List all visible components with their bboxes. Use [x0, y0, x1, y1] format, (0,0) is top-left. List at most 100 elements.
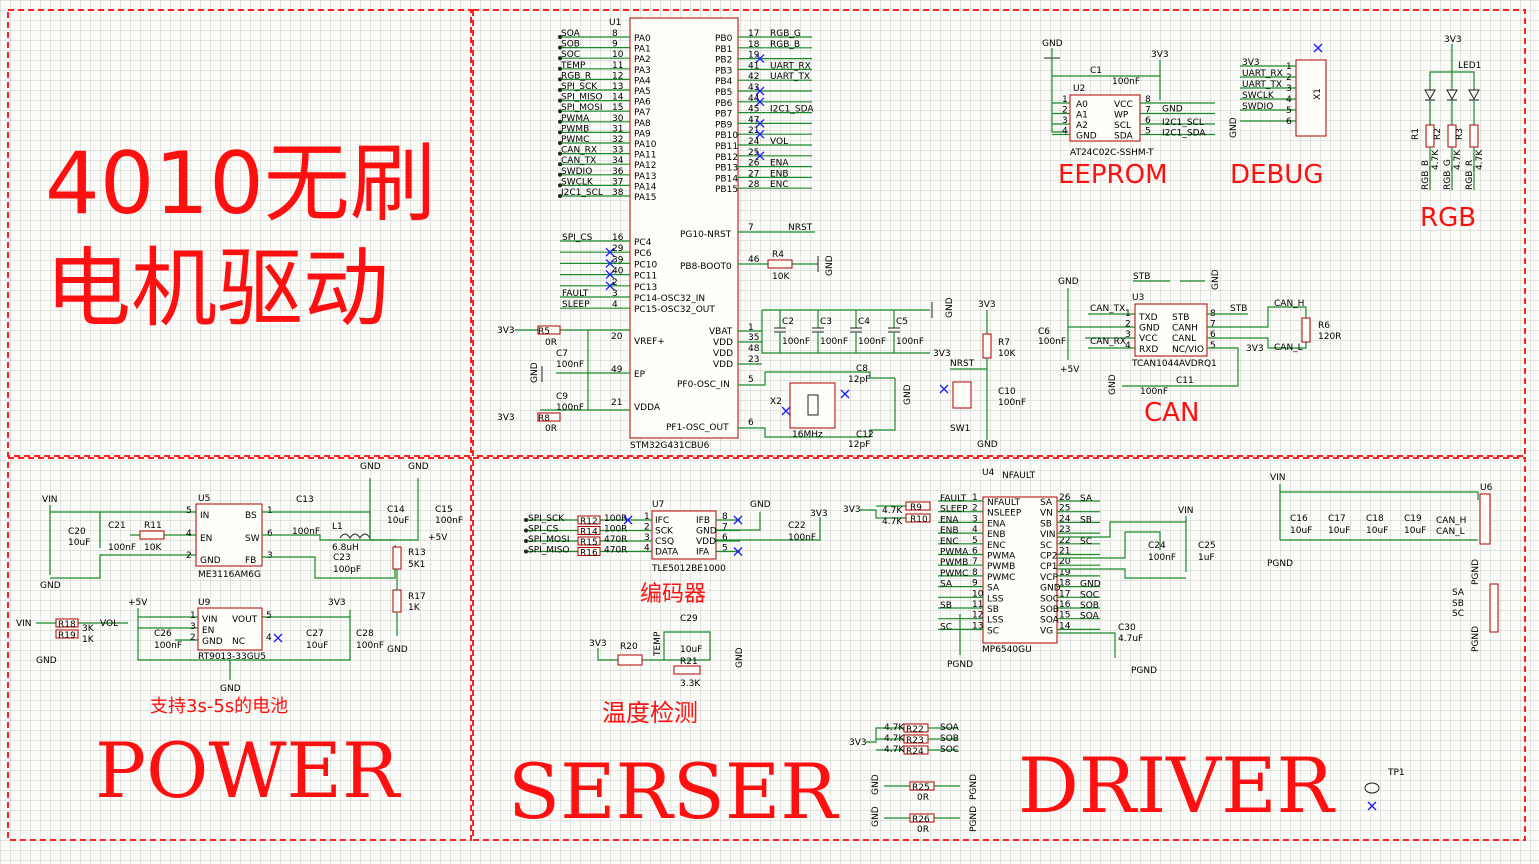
r20-body[interactable] — [617, 654, 643, 666]
u4-net-ENC: ENC — [940, 537, 959, 547]
u4-net-SC: SC — [940, 622, 952, 632]
tp1-body[interactable] — [1364, 782, 1380, 794]
pin-osc-in: PF0-OSC_IN — [677, 380, 730, 390]
u2-body[interactable] — [1069, 94, 1141, 142]
x2-body[interactable] — [789, 382, 836, 429]
u4-pin-VCP: VCP — [1040, 573, 1058, 583]
c30-ref: C30 — [1118, 623, 1136, 633]
u7-pin-num: 1 — [644, 512, 650, 522]
r4-body[interactable] — [767, 259, 793, 269]
vin-u6: VIN — [1270, 473, 1286, 483]
mcu-pin-PB14: PB14 — [715, 174, 738, 184]
u7-part: TLE5012BE1000 — [651, 564, 726, 574]
u4-pin-num: 6 — [972, 547, 978, 557]
r13-ref: R13 — [408, 548, 426, 558]
r8-body[interactable] — [537, 412, 561, 422]
u4-pin-ENA: ENA — [987, 519, 1006, 529]
gnd-c7: GND — [530, 362, 540, 383]
c28-val: 100nF — [356, 641, 384, 651]
u3-body[interactable] — [1134, 303, 1208, 357]
r6-body[interactable] — [1301, 317, 1311, 343]
mcu-pin-PC11: PC11 — [634, 272, 657, 282]
u7-res-val: 470R — [604, 535, 627, 545]
debug-pin-num: 5 — [1286, 106, 1292, 116]
r21-body[interactable] — [673, 665, 701, 675]
u4-pin-num: 19 — [1059, 568, 1071, 578]
r18-body[interactable] — [55, 618, 79, 628]
title-can: CAN — [1144, 398, 1199, 428]
battery-note: 支持3s-5s的电池 — [150, 696, 288, 717]
c25-ref: C25 — [1198, 541, 1216, 551]
mcu-pin-num: 47 — [748, 115, 759, 125]
c18-ref: C18 — [1366, 514, 1384, 524]
rgb-resistor[interactable] — [1469, 124, 1479, 148]
motor-sc: SC — [1452, 609, 1464, 619]
u4-net-FAULT: FAULT — [940, 494, 967, 504]
u4-pin-CP1: CP1 — [1040, 562, 1057, 572]
gnd-temp: GND — [735, 647, 745, 668]
pin-boot-num: 46 — [748, 255, 760, 265]
u9-part: RT9013-33GU5 — [198, 652, 266, 662]
r9-body[interactable] — [905, 501, 931, 511]
mcu-pin-num: 24 — [748, 137, 760, 147]
x1-body[interactable] — [1295, 59, 1327, 137]
r13-body[interactable] — [392, 546, 402, 570]
sw1-body[interactable] — [952, 381, 972, 409]
u4-pin-num: 25 — [1059, 504, 1070, 514]
title-debug: DEBUG — [1230, 160, 1323, 190]
u7-series-resistor[interactable] — [577, 547, 601, 556]
u9-pin-num: 4 — [266, 633, 272, 643]
tp1-ref: TP1 — [1387, 768, 1405, 778]
pin-nrst-num: 7 — [748, 223, 754, 233]
u4-pin-SOB: SOB — [1040, 605, 1059, 615]
u7-series-resistor[interactable] — [577, 536, 601, 546]
c23-ref: C23 — [333, 553, 351, 563]
mcu-pin-PB12: PB12 — [715, 153, 738, 163]
r11-body[interactable] — [139, 530, 165, 540]
r5-body[interactable] — [537, 325, 561, 335]
mcu-net-SWCLK: SWCLK — [561, 177, 594, 187]
r10-body[interactable] — [905, 513, 931, 523]
u4-pin-num: 4 — [972, 525, 978, 535]
r5-val: 0R — [545, 338, 557, 348]
r7-ref: R7 — [998, 338, 1010, 348]
u6-body[interactable] — [1479, 493, 1491, 545]
mcu-pin-num: 33 — [612, 146, 623, 156]
eeprom-pin-num: 1 — [1062, 95, 1068, 105]
eeprom-pin-num: 5 — [1145, 127, 1151, 137]
r26-body[interactable] — [909, 813, 935, 823]
c27-val: 10uF — [306, 641, 328, 651]
r3-val: 4.7K — [1475, 149, 1485, 170]
net-nrst: NRST — [788, 223, 813, 233]
u7-body[interactable] — [651, 510, 717, 560]
net-stb1: STB — [1133, 272, 1150, 282]
u9-body[interactable] — [197, 607, 263, 651]
x2-ref: X2 — [770, 397, 782, 407]
u4-body[interactable] — [982, 496, 1058, 644]
r7-body[interactable] — [982, 333, 992, 359]
debug-pin-num: 6 — [1286, 117, 1292, 127]
u5-body[interactable] — [195, 503, 263, 567]
eeprom-pin-SDA: SDA — [1114, 132, 1133, 142]
r17-body[interactable] — [392, 589, 402, 613]
u4-net-SLEEP: SLEEP — [940, 505, 968, 515]
mcu-net-CAN_TX: CAN_TX — [561, 156, 596, 166]
mcu-pin-PB1: PB1 — [715, 45, 732, 55]
u7-series-resistor[interactable] — [577, 515, 601, 525]
mcu-pin-PB11: PB11 — [715, 142, 738, 152]
can-pin-num: 3 — [1125, 330, 1131, 340]
r19-body[interactable] — [55, 629, 79, 639]
u9-pin-VOUT: VOUT — [232, 615, 258, 625]
u4-net-ENA: ENA — [940, 515, 959, 525]
mcu-u1-body[interactable] — [629, 17, 739, 439]
u4-pin-num: 1 — [972, 493, 978, 503]
motor-conn-body[interactable] — [1489, 583, 1499, 633]
u5-ref: U5 — [198, 494, 210, 504]
c18-val: 10uF — [1366, 526, 1388, 536]
mcu-pin-PA4: PA4 — [634, 76, 651, 86]
r25-body[interactable] — [909, 781, 935, 791]
u7-series-resistor[interactable] — [577, 526, 601, 535]
u5-pin-num: 6 — [267, 529, 273, 539]
net-can-tx: CAN_TX — [1090, 304, 1125, 314]
